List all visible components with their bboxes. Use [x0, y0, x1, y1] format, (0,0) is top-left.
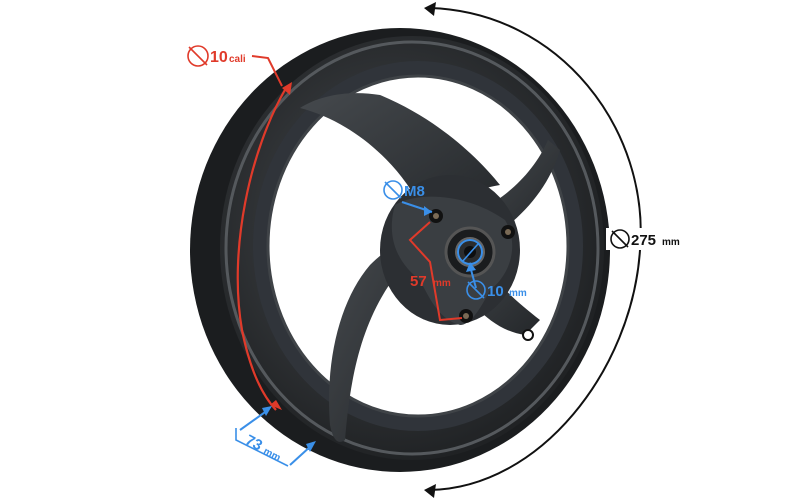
- outer-diameter-label: 275 mm: [606, 228, 688, 250]
- rim-inner-barrel: [253, 61, 583, 431]
- rim-width-arrowhead-top: [262, 406, 272, 416]
- axle-bore-unit: mm: [509, 288, 527, 299]
- bolt-thread-arrowhead: [424, 206, 432, 216]
- bolt-thread-label: M8: [383, 180, 425, 200]
- outer-diameter-value: 275: [631, 232, 656, 249]
- diameter-symbol-icon: [466, 280, 486, 300]
- rim-diameter-arrowhead-bottom: [270, 400, 282, 410]
- bolt-thread-value: M8: [404, 183, 425, 200]
- rim-width-label: 73 mm: [242, 432, 282, 464]
- rim-width-value: 73: [242, 432, 265, 455]
- bolt-spacing-unit: mm: [433, 278, 451, 289]
- rim-diameter-arrowhead-top: [282, 82, 292, 95]
- rim-diameter-label: 10 cali: [187, 45, 246, 67]
- rim-width-arrowhead-bottom: [306, 441, 316, 452]
- outer-diameter-arrowhead-top: [424, 2, 436, 16]
- rim-diameter-leader: [251, 55, 283, 87]
- axle-bore-label: 10 mm: [466, 280, 527, 300]
- rim-width-bracket: [235, 428, 289, 467]
- rim-width-arrow-top: [239, 409, 269, 431]
- bolt-spacing-bracket: [408, 221, 463, 322]
- spoke-left: [329, 239, 430, 442]
- rim-lip: [224, 40, 600, 456]
- diameter-symbol-icon: [383, 180, 403, 200]
- axle-bore-value: 10: [487, 283, 504, 300]
- diameter-symbol-icon: [187, 45, 209, 67]
- rim-diameter-unit: cali: [229, 54, 246, 65]
- outer-diameter-arrowhead-bottom: [424, 484, 436, 498]
- diameter-symbol-icon: [610, 229, 630, 249]
- bolt-spacing-value: 57: [410, 273, 427, 290]
- rim-diameter-curve: [236, 87, 287, 411]
- rim-inner-ridge: [266, 74, 570, 418]
- axle-bore-arrowhead: [466, 262, 476, 272]
- axle-bore-marker-slash: [461, 243, 479, 263]
- bolt-spacing-label: 57 mm: [410, 273, 451, 290]
- rim-diameter-value: 10: [210, 49, 228, 66]
- valve-hole: [522, 329, 534, 341]
- wheel: [190, 28, 610, 472]
- outer-diameter-unit: mm: [662, 237, 680, 248]
